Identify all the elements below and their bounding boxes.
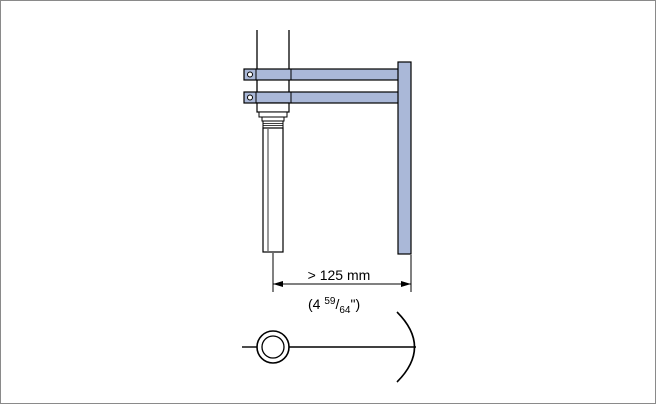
curved-target-arc <box>396 311 416 383</box>
sensor-head <box>256 102 290 129</box>
arrow-right-icon <box>401 281 411 287</box>
imperial-denominator: 64 <box>339 305 351 316</box>
dimension-lines <box>272 253 412 292</box>
imperial-dimension: (4 59/64") <box>308 296 360 316</box>
mounting-clamp-lower <box>243 91 405 104</box>
target-wall <box>397 61 412 255</box>
screw-hole-icon <box>247 71 253 78</box>
imperial-close: ") <box>350 296 360 312</box>
dimension-label: > 125 mm <box>308 267 371 283</box>
probe-inner-circle <box>261 335 285 359</box>
sensor-probe-rod <box>262 127 284 253</box>
imperial-slash: / <box>335 296 339 312</box>
imperial-open: (4 <box>308 296 324 312</box>
arrow-left-icon <box>273 281 283 287</box>
screw-hole-icon <box>247 94 253 101</box>
sensor-tube-middle <box>256 80 290 92</box>
sensor-tube-upper <box>256 30 290 70</box>
top-view-symbol <box>242 311 416 383</box>
mounting-clamp-upper <box>243 68 405 81</box>
imperial-numerator: 59 <box>324 296 336 307</box>
